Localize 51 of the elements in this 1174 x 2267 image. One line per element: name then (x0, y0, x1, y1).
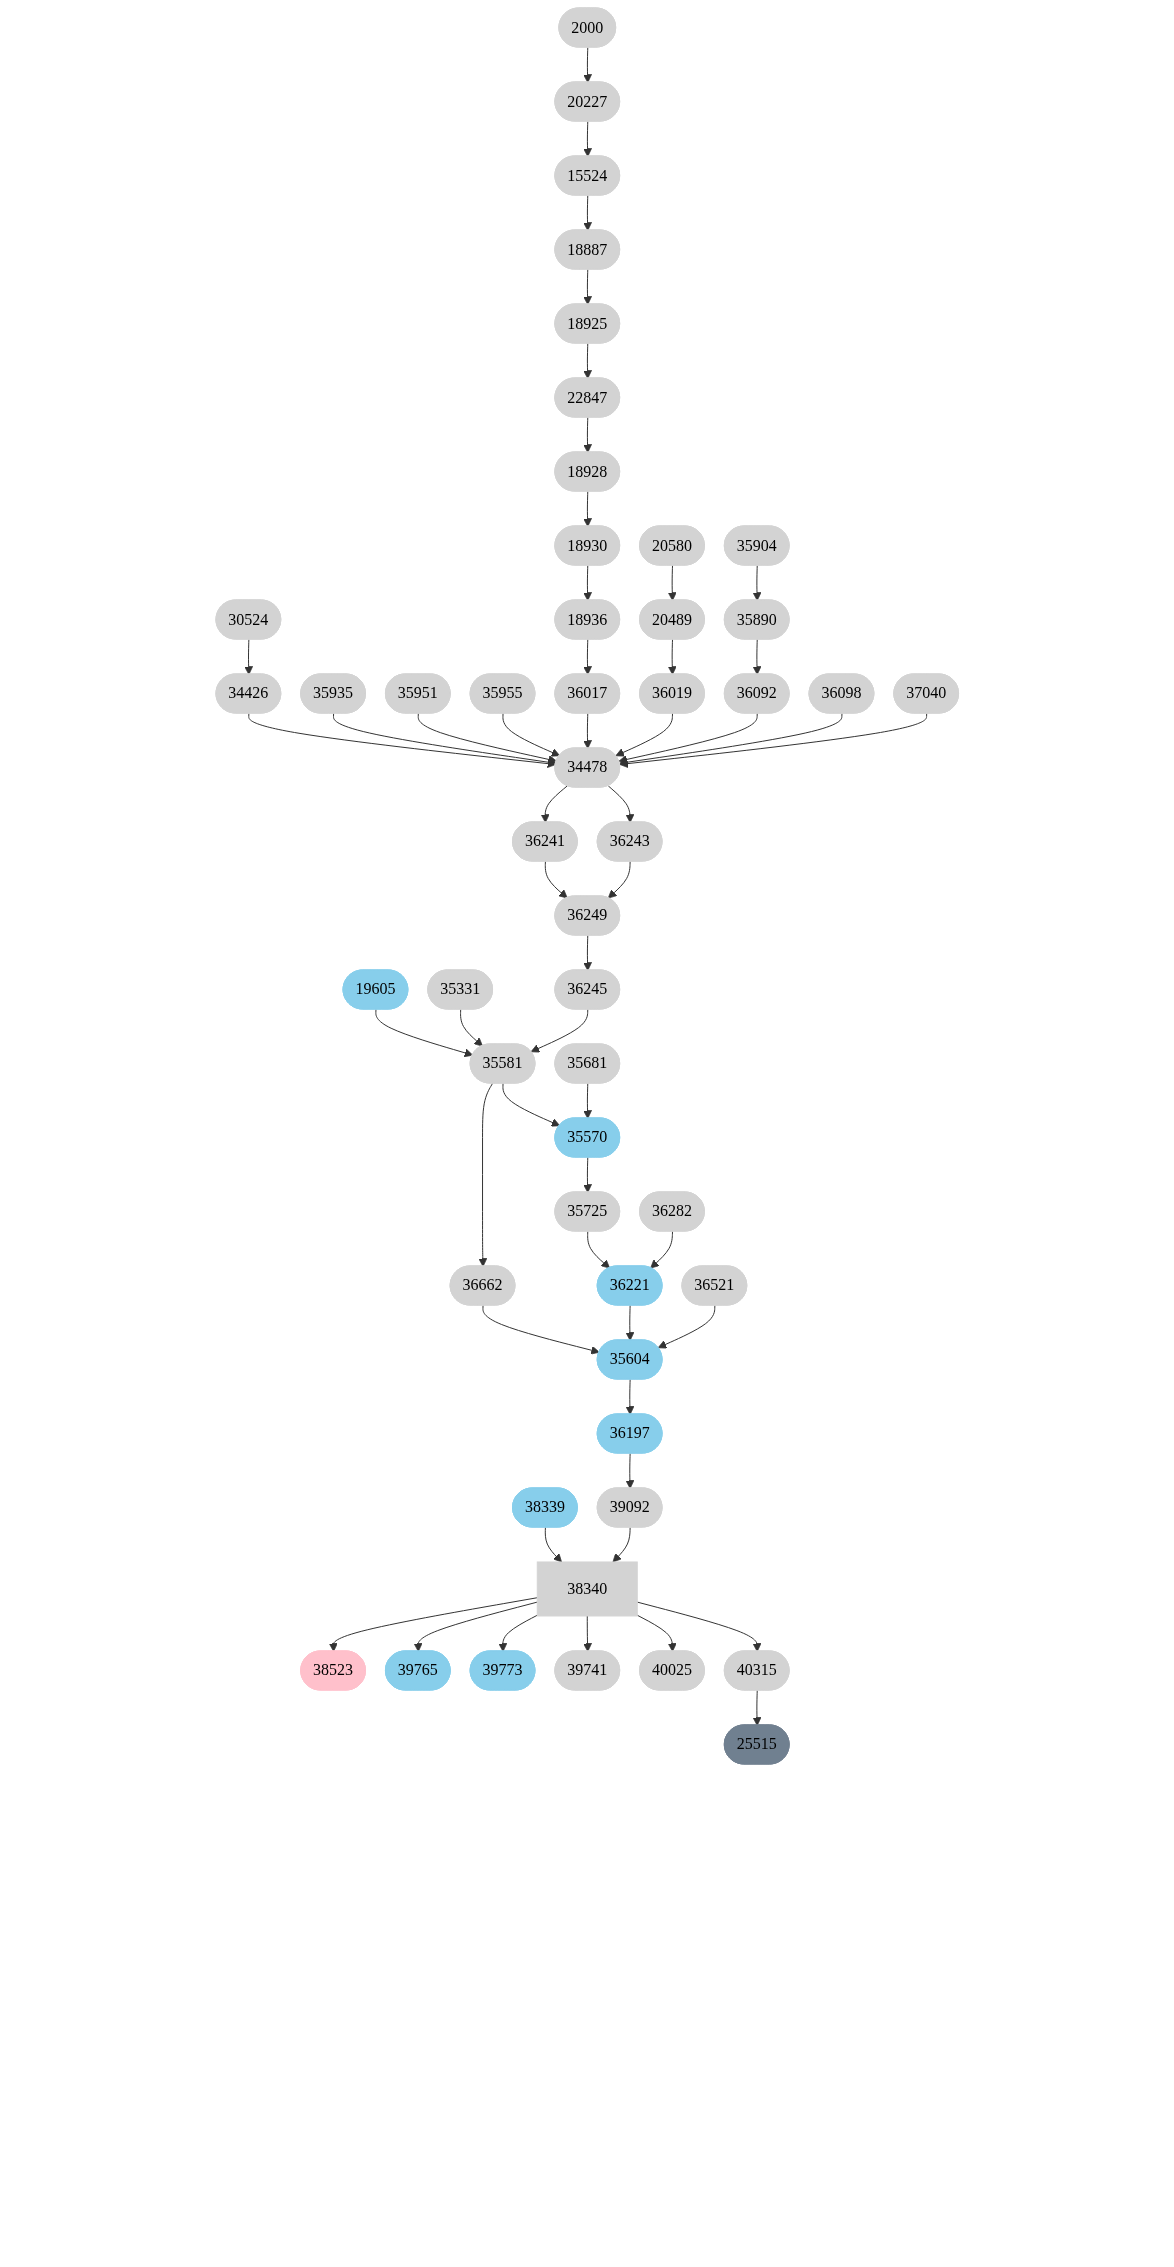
arrow (417, 713, 557, 764)
arrow (582, 417, 592, 453)
arrow (582, 121, 592, 157)
arrow (618, 713, 843, 767)
arrow (667, 565, 677, 601)
arrow (248, 713, 556, 768)
arrow (582, 639, 592, 675)
arrow (582, 935, 592, 971)
arrow (544, 1526, 562, 1563)
arrow (540, 785, 568, 823)
arrow (667, 639, 677, 675)
arrow (650, 1231, 673, 1269)
arrow (582, 343, 592, 379)
arrow (413, 1601, 538, 1652)
arrow (752, 1689, 762, 1726)
arrow (582, 269, 592, 305)
arrow (607, 861, 631, 899)
arrow (657, 1305, 716, 1349)
arrow (752, 639, 762, 675)
arrow (612, 1526, 631, 1563)
arrow (582, 1083, 592, 1119)
arrow (607, 785, 635, 823)
arrow (582, 1157, 592, 1193)
arrow (582, 565, 592, 601)
arrow (530, 1009, 588, 1053)
arrow (582, 47, 592, 83)
arrow (582, 195, 592, 231)
arrow (478, 1083, 493, 1267)
arrow (625, 1305, 635, 1341)
arrow (328, 1597, 538, 1652)
arrow (482, 1305, 600, 1355)
arrow (636, 1601, 762, 1652)
arrow (582, 1615, 592, 1652)
arrow (619, 713, 927, 768)
node-box: 38340 (536, 1561, 638, 1617)
arrow (459, 1009, 483, 1047)
arrow (618, 713, 758, 764)
arrow (582, 713, 592, 749)
arrow (586, 1231, 610, 1269)
arrow (625, 1453, 635, 1489)
arrow (636, 1614, 677, 1652)
arrow (752, 565, 762, 601)
arrow (243, 639, 253, 675)
arrow (625, 1379, 635, 1415)
arrow (498, 1614, 538, 1652)
arrow (582, 491, 592, 527)
arrow (502, 1083, 560, 1127)
arrow (375, 1009, 473, 1058)
arrow (615, 713, 673, 757)
arrow (544, 861, 568, 899)
arrow (502, 713, 560, 757)
